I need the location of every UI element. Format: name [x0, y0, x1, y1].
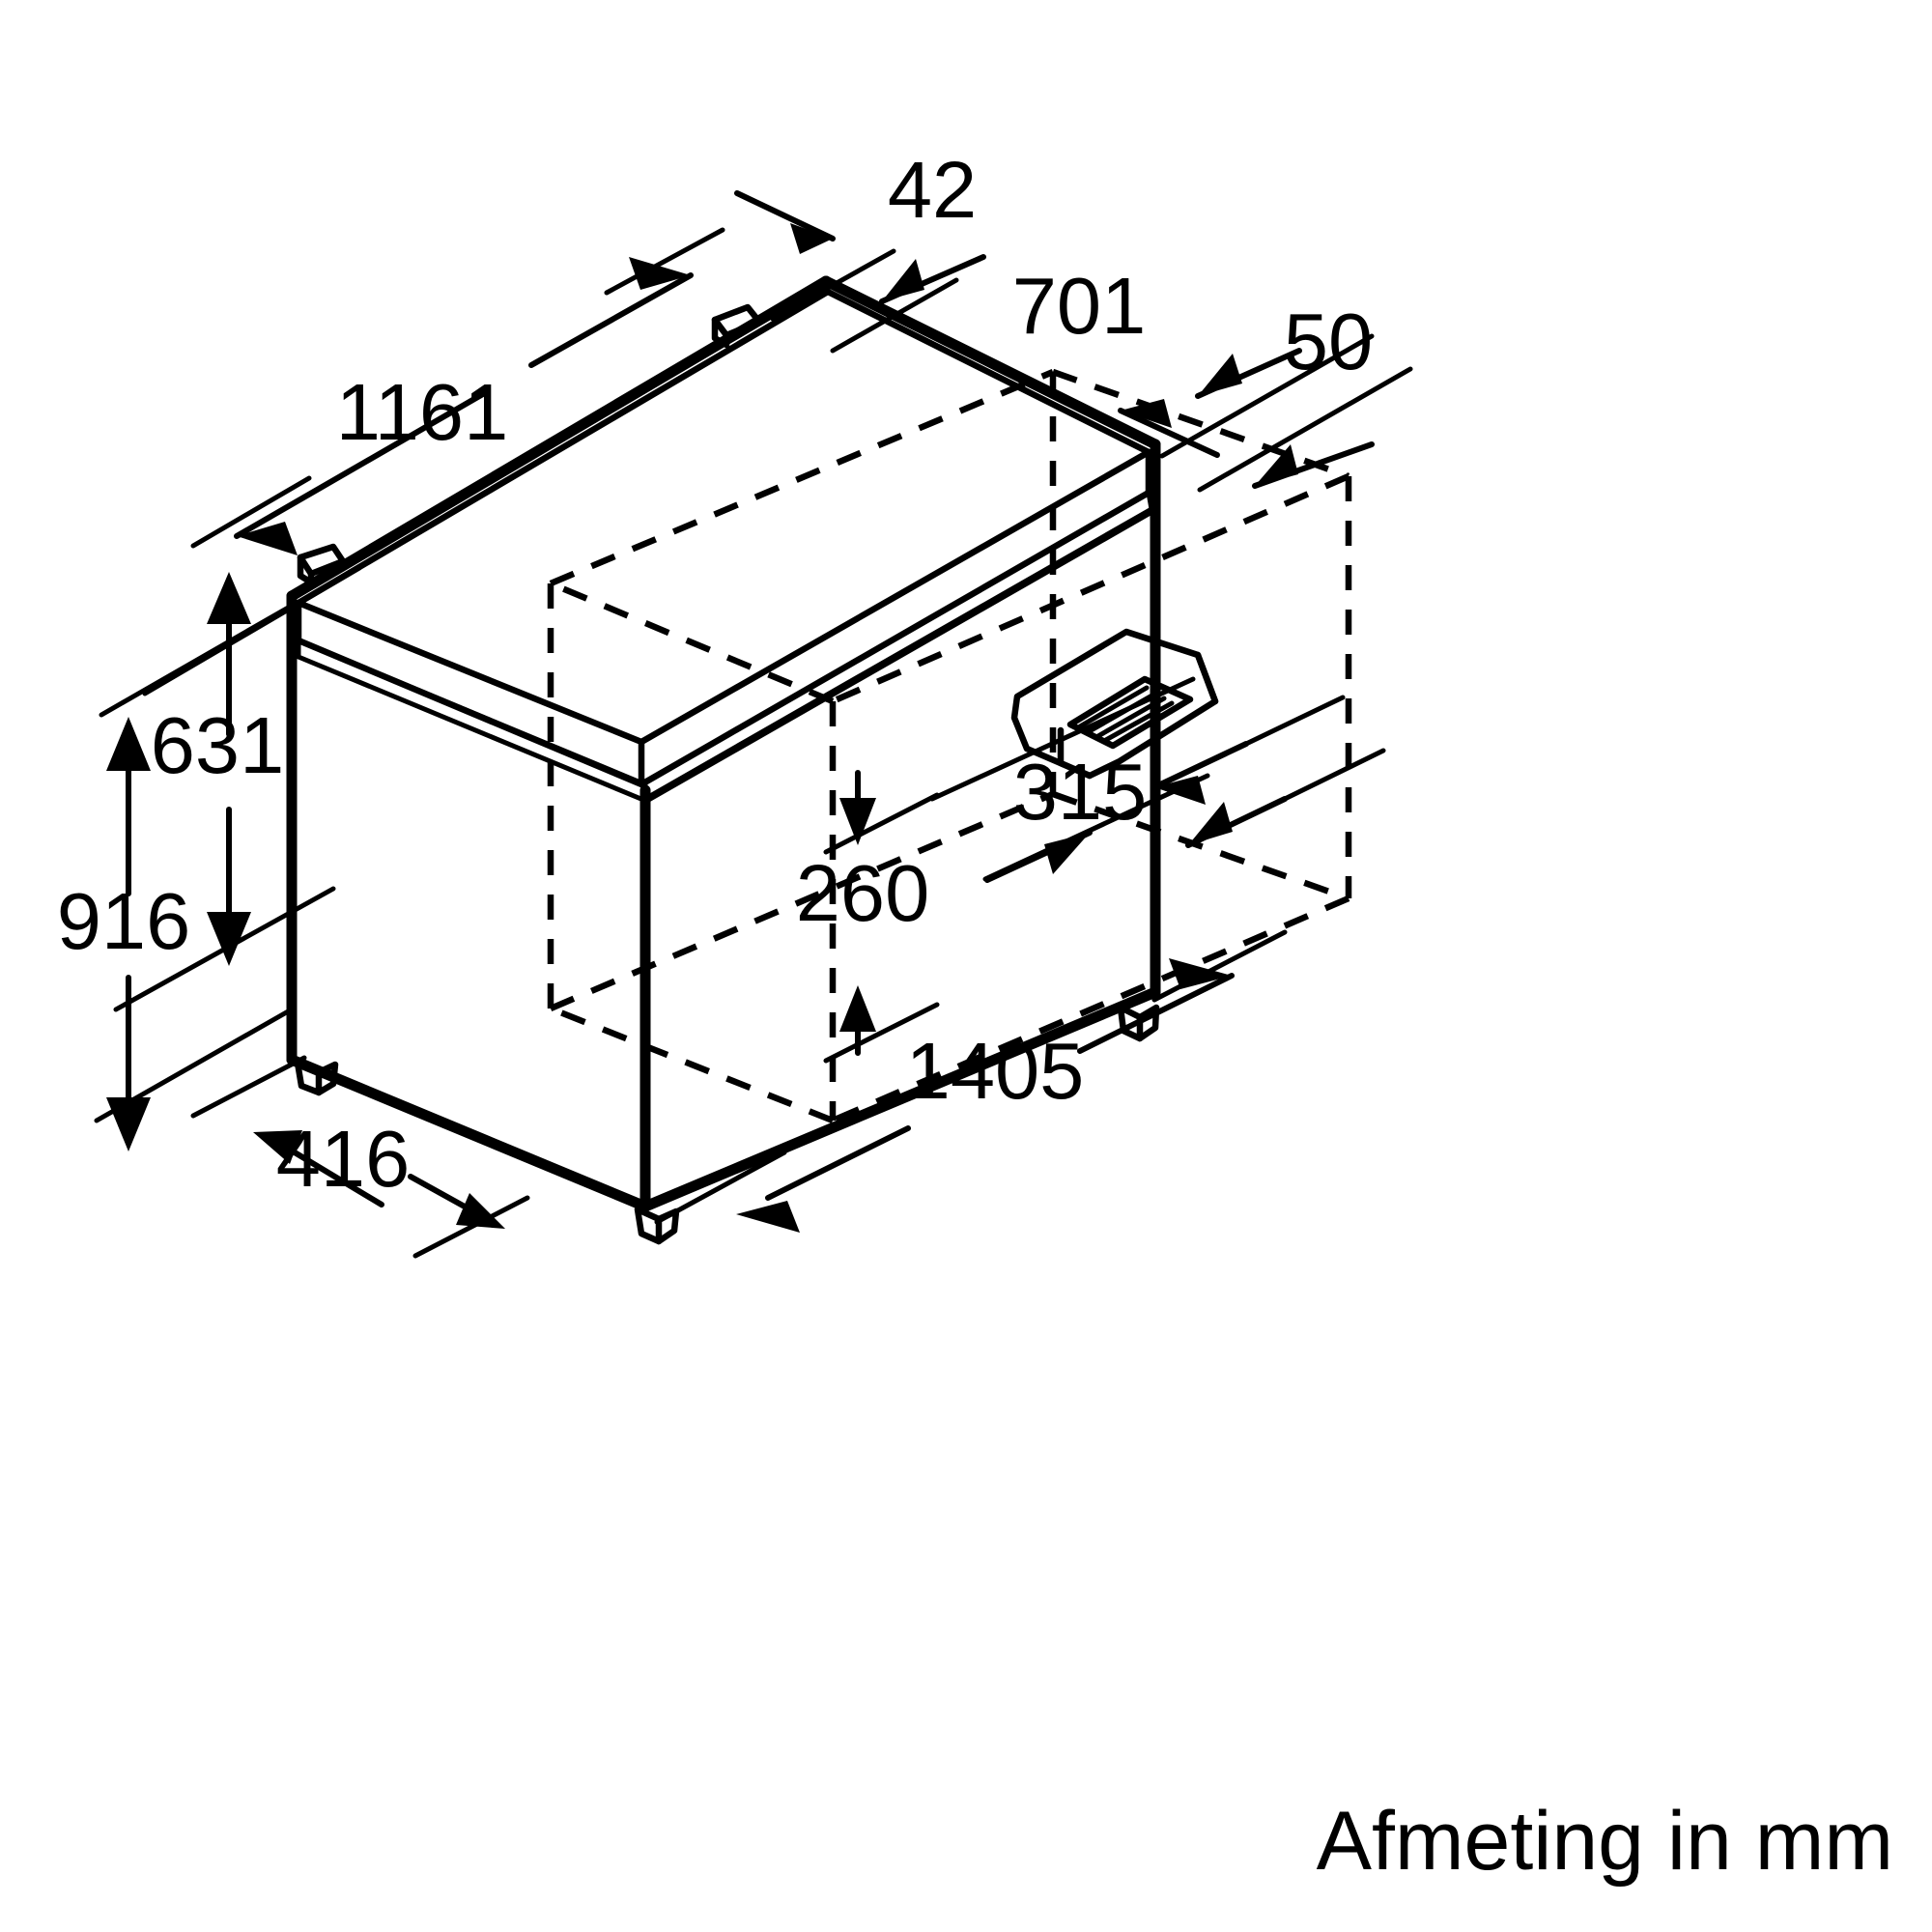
lid-hinge-right: [711, 303, 763, 349]
dimension-total-height: [94, 604, 293, 1151]
dimension-compartment-depth: [929, 676, 1386, 883]
dimension-label-916: 916: [57, 876, 190, 966]
dimension-label-416: 416: [276, 1114, 410, 1204]
dimension-base-offset: [190, 1055, 530, 1259]
dimension-lid-overhang: [734, 190, 986, 354]
dimension-depth-top: [1195, 348, 1302, 399]
dimension-total-width: [654, 929, 1288, 1233]
dimension-label-42: 42: [888, 145, 977, 235]
dimension-compartment-height: [823, 770, 940, 1064]
support-foot-right: [1117, 1004, 1160, 1042]
dimension-label-631: 631: [151, 700, 284, 790]
support-foot-left: [294, 1059, 339, 1096]
dimension-body-height: [113, 565, 362, 1012]
dimension-label-260: 260: [796, 848, 929, 938]
lid-hinge-left: [297, 543, 347, 586]
units-caption: Afmeting in mm: [1317, 1795, 1893, 1888]
freezer-lid: [289, 288, 1158, 805]
dimension-lid-rear-gap: [1118, 333, 1413, 493]
dimension-label-701: 701: [1012, 261, 1146, 351]
dimension-inner-depth: [190, 227, 725, 555]
dimension-label-50: 50: [1284, 297, 1373, 386]
dimension-label-315: 315: [1013, 747, 1147, 837]
hidden-internal-cavity: [547, 368, 1352, 1124]
dimension-label-1161: 1161: [336, 367, 508, 457]
dimension-label-1405: 1405: [906, 1026, 1085, 1116]
dimension-labels: 42 701 50 1161 631 916 315 260 1405 416: [57, 145, 1373, 1204]
